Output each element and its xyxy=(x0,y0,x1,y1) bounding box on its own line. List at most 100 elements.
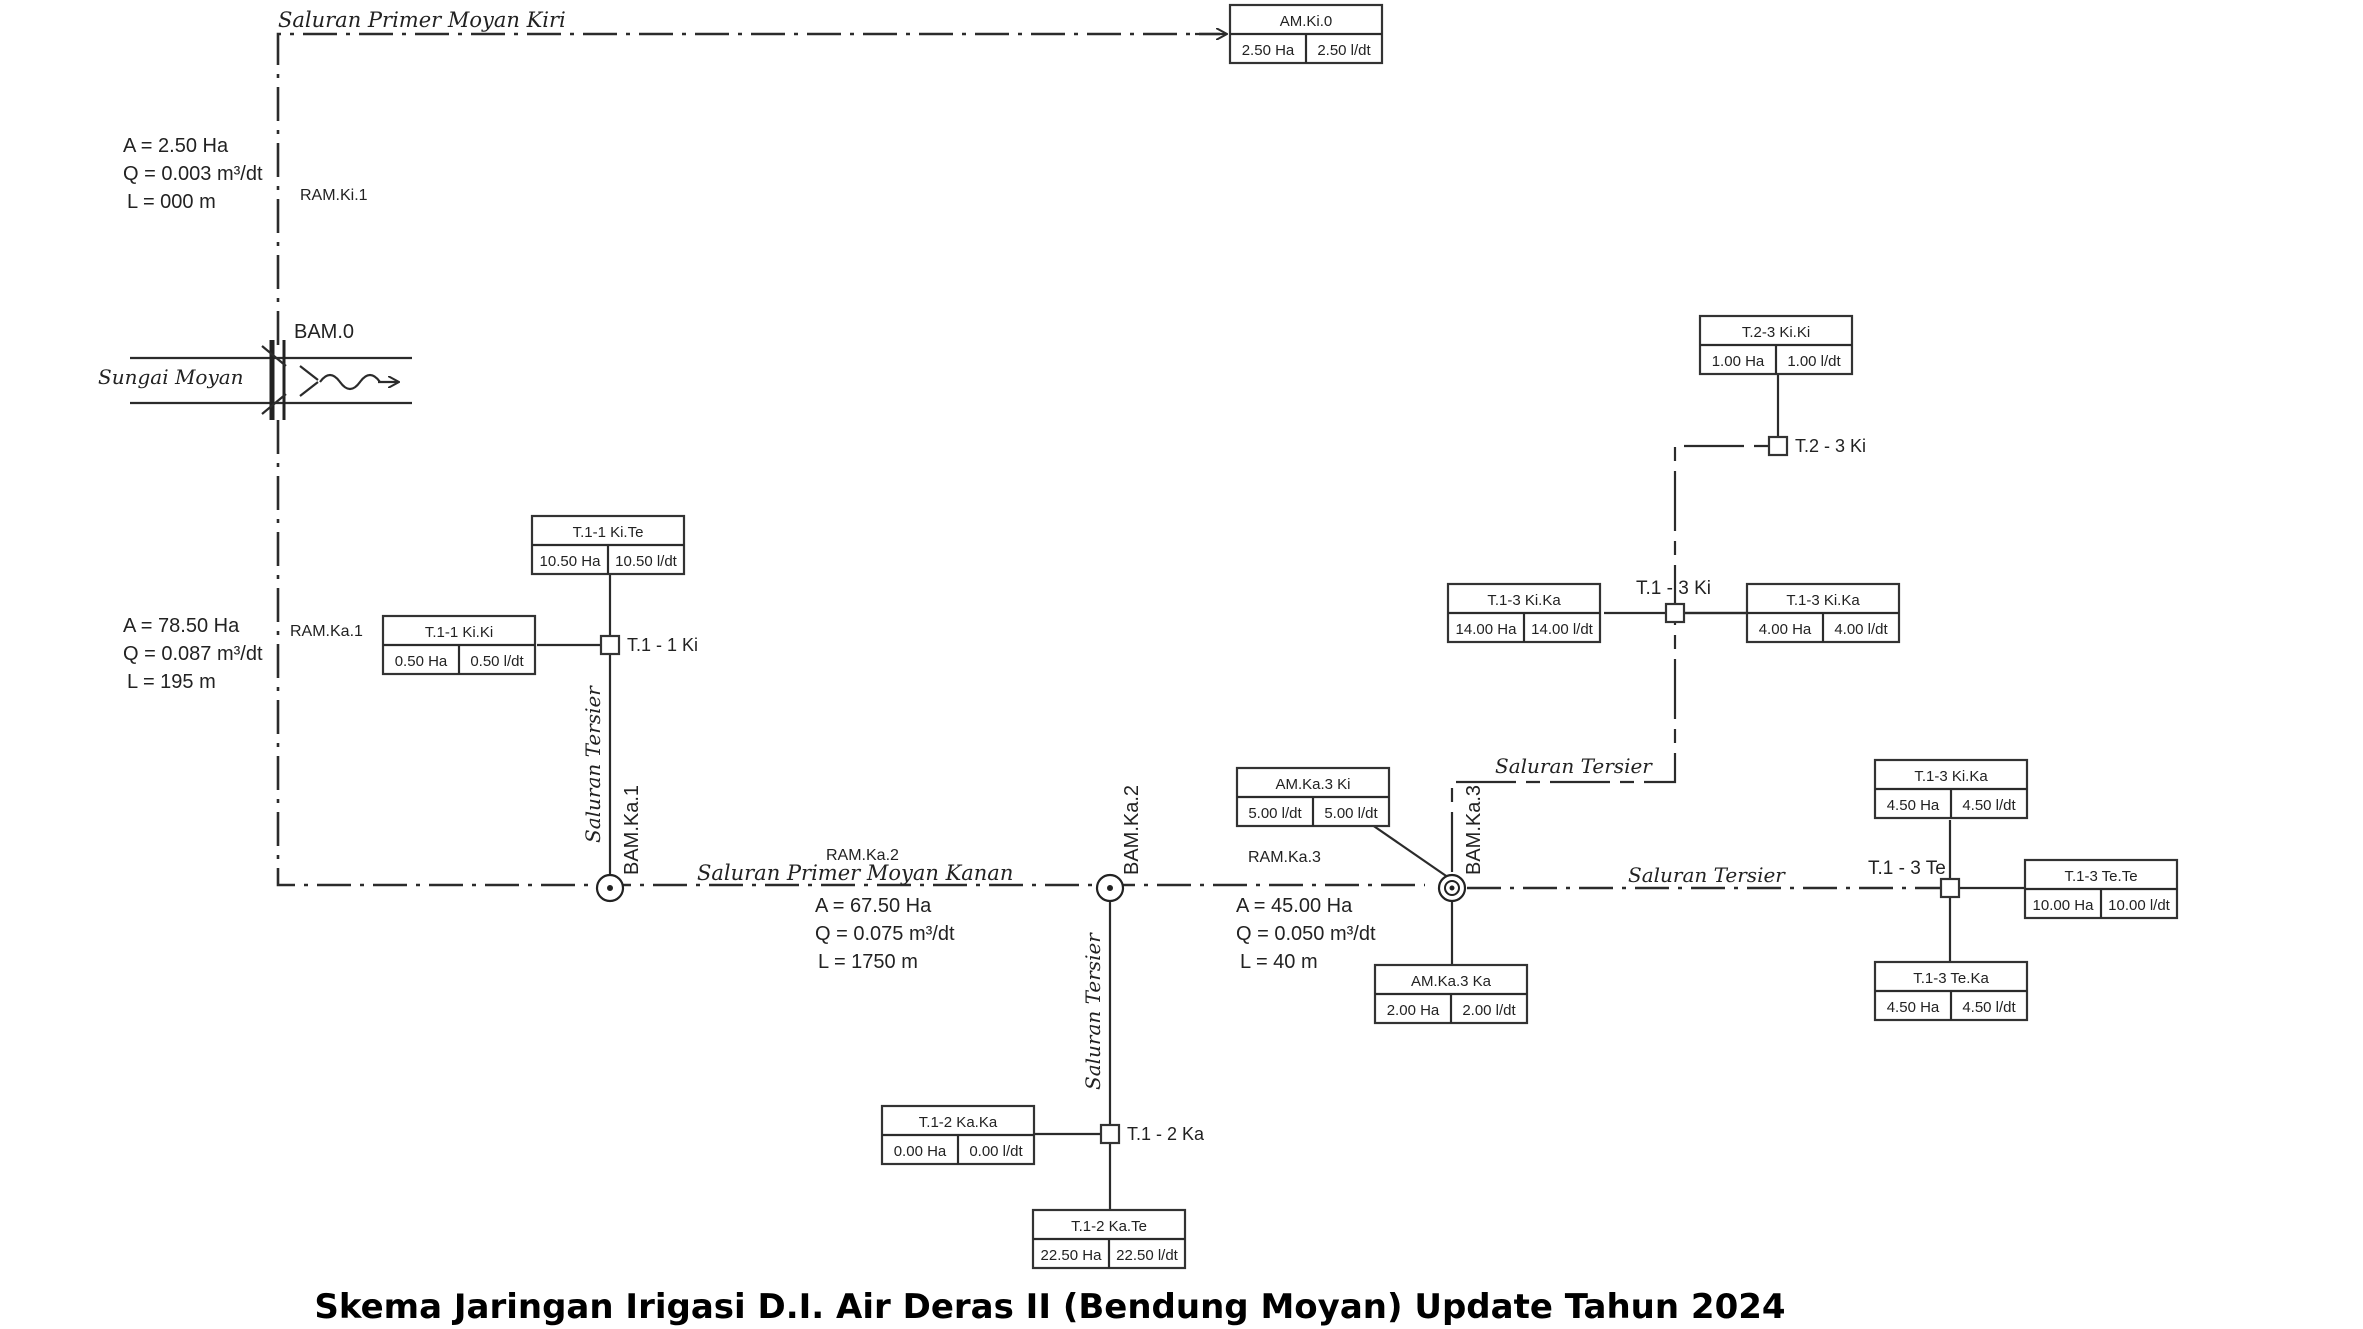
params-kiri: A = 2.50 Ha Q = 0.003 m³/dt L = 000 m xyxy=(123,135,263,213)
svg-text:AM.Ka.3 Ki: AM.Ka.3 Ki xyxy=(1275,776,1350,793)
svg-text:AM.Ka.3 Ka: AM.Ka.3 Ka xyxy=(1411,973,1492,990)
svg-text:14.00 l/dt: 14.00 l/dt xyxy=(1531,621,1594,638)
svg-text:Saluran Tersier: Saluran Tersier xyxy=(581,685,605,843)
svg-text:10.00 Ha: 10.00 Ha xyxy=(2033,897,2095,914)
svg-text:T.1-3 Te.Te: T.1-3 Te.Te xyxy=(2064,868,2137,885)
svg-text:2.00 Ha: 2.00 Ha xyxy=(1387,1002,1440,1019)
svg-text:22.50 Ha: 22.50 Ha xyxy=(1041,1247,1103,1264)
svg-text:L = 000 m: L = 000 m xyxy=(127,191,216,213)
primer-kanan-label: Saluran Primer Moyan Kanan xyxy=(697,861,1013,885)
svg-text:T.1-2 Ka.Ka: T.1-2 Ka.Ka xyxy=(919,1114,998,1131)
svg-text:5.00 l/dt: 5.00 l/dt xyxy=(1248,805,1302,822)
svg-text:A = 45.00 Ha: A = 45.00 Ha xyxy=(1236,895,1353,917)
svg-text:10.00 l/dt: 10.00 l/dt xyxy=(2108,897,2171,914)
svg-text:T.1 - 3 Te: T.1 - 3 Te xyxy=(1868,858,1946,879)
svg-text:Q = 0.087 m³/dt: Q = 0.087 m³/dt xyxy=(123,643,263,665)
svg-text:T.1 - 3 Ki: T.1 - 3 Ki xyxy=(1636,578,1711,599)
svg-text:AM.Ki.0: AM.Ki.0 xyxy=(1280,13,1333,30)
svg-text:0.50 l/dt: 0.50 l/dt xyxy=(470,653,524,670)
river: Sungai Moyan BAM.0 xyxy=(98,321,412,420)
block-t23kiki: T.2-3 Ki.Ki 1.00 Ha 1.00 l/dt xyxy=(1698,314,1854,376)
svg-text:10.50 l/dt: 10.50 l/dt xyxy=(615,553,678,570)
svg-text:T.1-1 Ki.Te: T.1-1 Ki.Te xyxy=(573,524,644,541)
block-t13tete: T.1-3 Te.Te 10.00 Ha 10.00 l/dt xyxy=(2023,858,2179,920)
t13ki-node: T.1 - 3 Ki xyxy=(1604,578,1749,624)
svg-text:0.00 l/dt: 0.00 l/dt xyxy=(969,1143,1023,1160)
svg-text:Saluran Tersier: Saluran Tersier xyxy=(1081,932,1105,1090)
svg-text:A = 2.50 Ha: A = 2.50 Ha xyxy=(123,135,229,157)
svg-text:Q = 0.075 m³/dt: Q = 0.075 m³/dt xyxy=(815,923,955,945)
svg-text:T.1-3 Te.Ka: T.1-3 Te.Ka xyxy=(1913,970,1989,987)
primer-kiri-canal: Saluran Primer Moyan Kiri xyxy=(276,8,1226,345)
block-t13kika-top: T.1-3 Ki.Ka 4.50 Ha 4.50 l/dt xyxy=(1873,758,2029,820)
svg-text:A = 67.50 Ha: A = 67.50 Ha xyxy=(815,895,932,917)
ramki1-label: RAM.Ki.1 xyxy=(300,187,368,204)
svg-text:T.2-3 Ki.Ki: T.2-3 Ki.Ki xyxy=(1742,324,1810,341)
params-ka3: A = 45.00 Ha Q = 0.050 m³/dt L = 40 m xyxy=(1236,895,1376,973)
t13ki-node-icon xyxy=(1664,602,1686,624)
svg-text:T.1 - 2 Ka: T.1 - 2 Ka xyxy=(1127,1124,1205,1144)
ramka3-label: RAM.Ka.3 xyxy=(1248,849,1321,866)
svg-text:4.50 l/dt: 4.50 l/dt xyxy=(1962,999,2016,1016)
svg-text:10.50 Ha: 10.50 Ha xyxy=(540,553,602,570)
block-amka3ka: AM.Ka.3 Ka 2.00 Ha 2.00 l/dt xyxy=(1373,963,1529,1025)
bamka1-node: T.1 - 1 Ki BAM.Ka.1 Saluran Tersier xyxy=(537,575,698,903)
svg-text:Q = 0.050 m³/dt: Q = 0.050 m³/dt xyxy=(1236,923,1376,945)
block-t12kaka: T.1-2 Ka.Ka 0.00 Ha 0.00 l/dt xyxy=(880,1104,1036,1166)
t23ki-node-icon xyxy=(1767,435,1789,457)
svg-text:Q = 0.003 m³/dt: Q = 0.003 m³/dt xyxy=(123,163,263,185)
bamka3-node: BAM.Ka.3 Saluran Tersier Saluran Tersier… xyxy=(1364,444,2025,975)
svg-text:0.00 Ha: 0.00 Ha xyxy=(894,1143,947,1160)
primer-kiri-label: Saluran Primer Moyan Kiri xyxy=(278,8,566,32)
svg-text:T.2 - 3 Ki: T.2 - 3 Ki xyxy=(1795,436,1866,456)
svg-text:L = 195 m: L = 195 m xyxy=(127,671,216,693)
svg-text:T.1-2 Ka.Te: T.1-2 Ka.Te xyxy=(1071,1218,1147,1235)
svg-text:0.50 Ha: 0.50 Ha xyxy=(395,653,448,670)
svg-text:4.50 Ha: 4.50 Ha xyxy=(1887,999,1940,1016)
svg-text:4.50 l/dt: 4.50 l/dt xyxy=(1962,797,2016,814)
params-ka2: A = 67.50 Ha Q = 0.075 m³/dt L = 1750 m xyxy=(815,895,955,973)
svg-text:T.1-3 Ki.Ka: T.1-3 Ki.Ka xyxy=(1487,592,1561,609)
svg-text:Saluran Tersier: Saluran Tersier xyxy=(1628,863,1786,887)
svg-text:BAM.Ka.3: BAM.Ka.3 xyxy=(1463,785,1485,875)
svg-text:T.1-1 Ki.Ki: T.1-1 Ki.Ki xyxy=(425,624,493,641)
svg-text:L = 40 m: L = 40 m xyxy=(1240,951,1318,973)
bam0-label: BAM.0 xyxy=(294,321,354,343)
svg-text:A = 78.50 Ha: A = 78.50 Ha xyxy=(123,615,240,637)
ramka2-label: RAM.Ka.2 xyxy=(826,847,899,864)
svg-text:2.00 l/dt: 2.00 l/dt xyxy=(1462,1002,1516,1019)
svg-text:22.50 l/dt: 22.50 l/dt xyxy=(1116,1247,1179,1264)
svg-text:Saluran Tersier: Saluran Tersier xyxy=(1495,754,1653,778)
svg-text:4.50 Ha: 4.50 Ha xyxy=(1887,797,1940,814)
ramka1-label: RAM.Ka.1 xyxy=(290,623,363,640)
svg-text:T.1-3 Ki.Ka: T.1-3 Ki.Ka xyxy=(1786,592,1860,609)
block-t11kiki: T.1-1 Ki.Ki 0.50 Ha 0.50 l/dt xyxy=(381,614,537,676)
svg-text:L = 1750 m: L = 1750 m xyxy=(818,951,918,973)
svg-text:14.00 Ha: 14.00 Ha xyxy=(1456,621,1518,638)
block-t13teka: T.1-3 Te.Ka 4.50 Ha 4.50 l/dt xyxy=(1873,960,2029,1022)
params-ka1: A = 78.50 Ha Q = 0.087 m³/dt L = 195 m xyxy=(123,615,263,693)
primer-kanan-canal: Saluran Primer Moyan Kanan xyxy=(276,420,1425,887)
block-t12kate: T.1-2 Ka.Te 22.50 Ha 22.50 l/dt xyxy=(1031,1208,1187,1270)
svg-text:BAM.Ka.1: BAM.Ka.1 xyxy=(621,785,643,875)
block-t13kika-left: T.1-3 Ki.Ka 14.00 Ha 14.00 l/dt xyxy=(1446,582,1602,644)
t12ka-node-icon xyxy=(1099,1123,1121,1145)
svg-text:2.50 Ha: 2.50 Ha xyxy=(1242,42,1295,59)
bamka2-node: T.1 - 2 Ka BAM.Ka.2 Saluran Tersier xyxy=(1030,785,1205,1210)
svg-text:1.00 l/dt: 1.00 l/dt xyxy=(1787,353,1841,370)
svg-text:4.00 Ha: 4.00 Ha xyxy=(1759,621,1812,638)
flow-wave-icon xyxy=(319,373,381,391)
t11ki-node-icon xyxy=(599,634,621,656)
block-amki0: AM.Ki.0 2.50 Ha 2.50 l/dt xyxy=(1228,3,1384,65)
block-t13kika-right: T.1-3 Ki.Ka 4.00 Ha 4.00 l/dt xyxy=(1745,582,1901,644)
t23ki-node: T.2 - 3 Ki xyxy=(1767,370,1866,457)
svg-text:5.00 l/dt: 5.00 l/dt xyxy=(1324,805,1378,822)
svg-text:2.50 l/dt: 2.50 l/dt xyxy=(1317,42,1371,59)
svg-text:BAM.Ka.2: BAM.Ka.2 xyxy=(1121,785,1143,875)
block-t11kite: T.1-1 Ki.Te 10.50 Ha 10.50 l/dt xyxy=(530,514,686,576)
svg-text:T.1 - 1 Ki: T.1 - 1 Ki xyxy=(627,635,698,655)
t13te-node-icon xyxy=(1939,877,1961,899)
river-label: Sungai Moyan xyxy=(98,365,244,389)
diagram-title: Skema Jaringan Irigasi D.I. Air Deras II… xyxy=(314,1287,1785,1327)
